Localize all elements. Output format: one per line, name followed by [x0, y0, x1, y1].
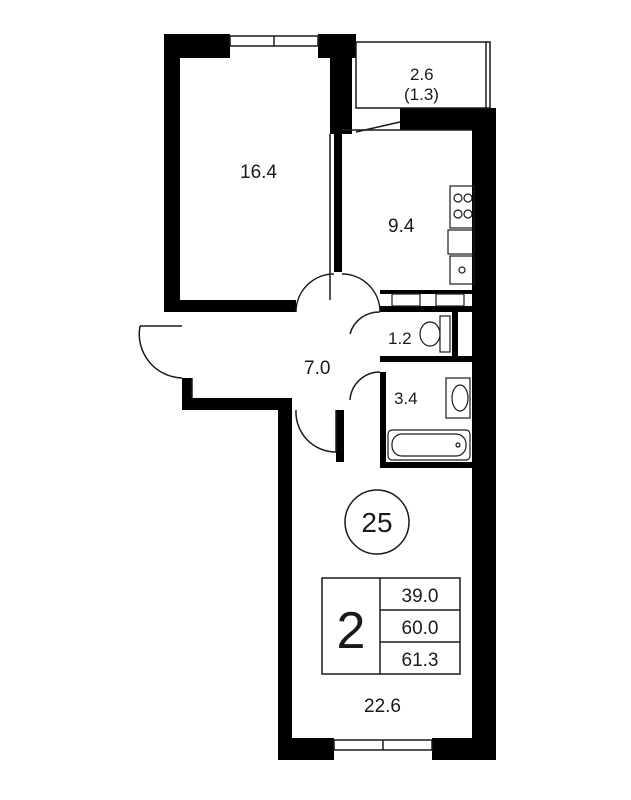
toilet-bowl-icon [419, 321, 441, 347]
bedroom-area: 16.4 [240, 162, 277, 183]
door-bathroom [349, 371, 381, 401]
stove-burner-icon [463, 209, 473, 219]
sink [449, 255, 475, 285]
wall-toilet-top [380, 306, 472, 312]
toilet-tank [439, 315, 451, 353]
wall-bath-left [380, 372, 386, 468]
bathroom-area: 3.4 [394, 389, 418, 408]
thin-lines [138, 35, 491, 751]
kitchen-area: 9.4 [388, 216, 415, 237]
apartment-number: 25 [361, 507, 392, 538]
wall-bedroom-kitchen-low [334, 134, 342, 272]
bathtub [387, 429, 471, 461]
wall-hall-left [182, 378, 192, 410]
cabinet [435, 293, 465, 307]
summary-box [321, 577, 461, 675]
bath-fixtures [387, 315, 471, 461]
door-toilet [349, 311, 381, 335]
door-entry [138, 325, 183, 379]
washbasin [445, 377, 471, 419]
door-bedroom [295, 273, 335, 313]
door-kitchen [341, 273, 381, 313]
bathtub-inner [391, 433, 467, 457]
area-summary [321, 577, 461, 675]
stove-burner-icon [453, 209, 463, 219]
sink-drain-icon [458, 266, 466, 274]
balcony-outline [355, 41, 491, 109]
stove-burner-icon [453, 193, 463, 203]
balcony-reduced-area: (1.3) [404, 85, 439, 104]
wall-hall-jamb [336, 410, 344, 462]
washbasin-bowl-icon [451, 384, 469, 412]
living-area: 22.6 [364, 696, 401, 717]
wall-toilet-bottom [380, 356, 472, 362]
wall-bedroom-kitchen [330, 34, 352, 134]
wall-living-bottom-left [278, 738, 334, 760]
living-area-total: 39.0 [402, 586, 439, 607]
walls [164, 34, 496, 760]
wall-bedroom-left [164, 34, 180, 312]
wall-right [472, 108, 496, 752]
wall-bedroom-bottom [164, 300, 296, 312]
wall-bath-bottom [380, 462, 472, 468]
hallway-area: 7.0 [304, 358, 330, 379]
door-living [295, 409, 337, 453]
apartment-number-circle [344, 489, 410, 555]
stove-burner-icon [463, 193, 473, 203]
wall-toilet-right [452, 306, 458, 362]
stove [449, 185, 475, 229]
total-area-with-balcony: 61.3 [402, 650, 439, 671]
rooms-count: 2 [337, 602, 366, 660]
balcony-area: 2.6 [410, 65, 434, 84]
wall-kitchen-bottom [380, 290, 472, 294]
wall-hall-bottom [182, 398, 292, 410]
total-area: 60.0 [402, 618, 439, 639]
bathtub-drain-icon [455, 442, 461, 448]
kitchen-fixtures [391, 185, 475, 307]
kitchen-counter [447, 229, 475, 255]
wall-living-bottom-right [432, 738, 496, 760]
cabinet [391, 293, 421, 307]
wall-living-left [278, 398, 292, 752]
toilet-area: 1.2 [388, 329, 412, 348]
